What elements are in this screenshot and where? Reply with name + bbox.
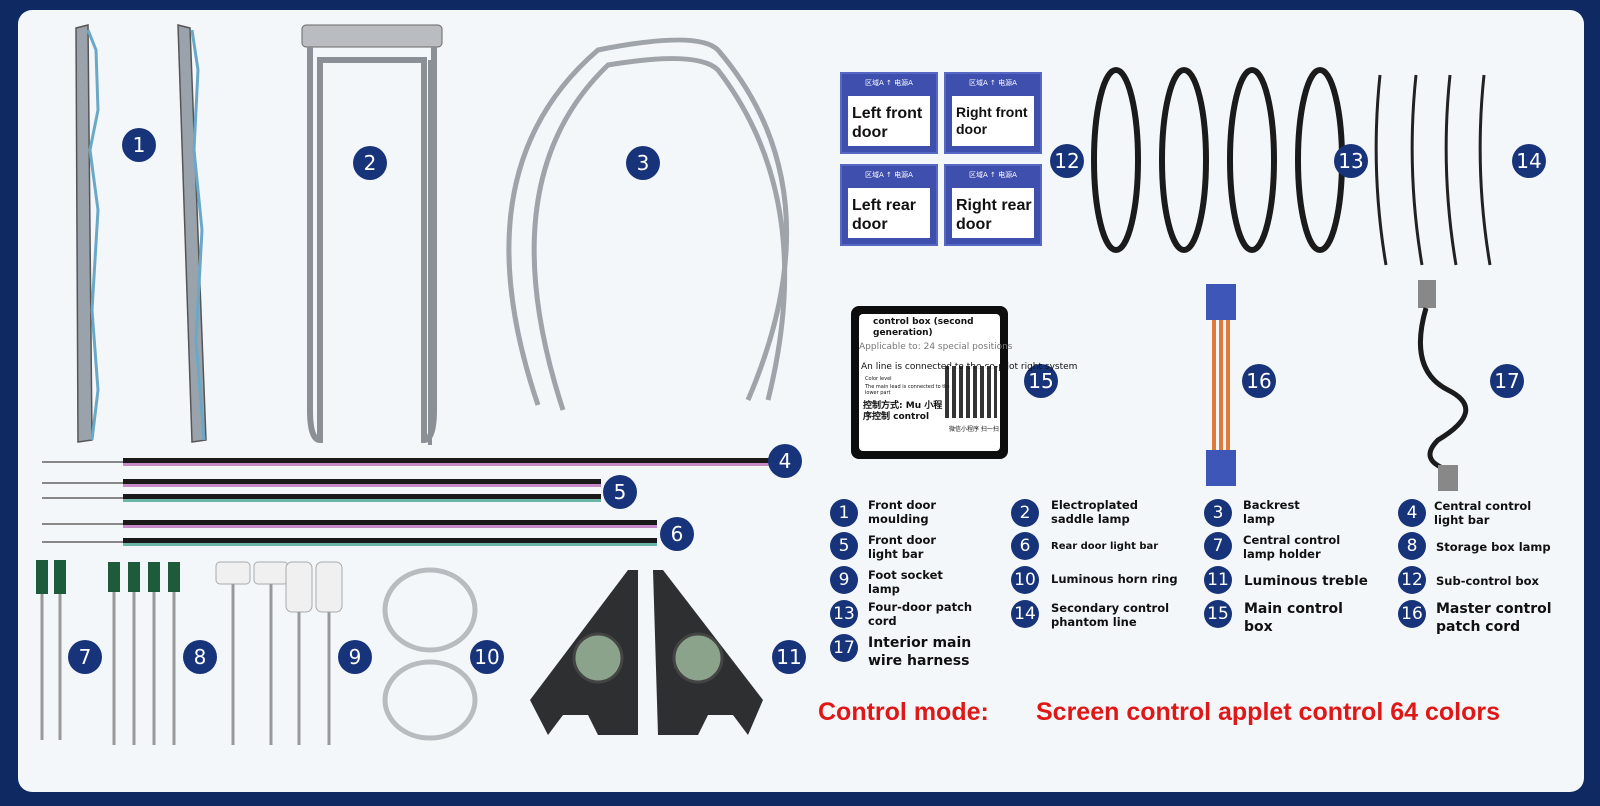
legend-badge: 6 — [1011, 532, 1039, 560]
door-label-right-front: 区域A ↑ 电源A Right front door — [944, 72, 1042, 154]
door-label-header: 区域A ↑ 电源A — [865, 171, 913, 179]
legend-label: Main control box — [1244, 601, 1343, 635]
door-label-right-rear: 区域A ↑ 电源A Right rear door — [944, 164, 1042, 246]
product-badge-6: 6 — [660, 517, 694, 551]
main-harness-image — [1417, 280, 1469, 491]
legend-label: Front door moulding — [868, 498, 937, 526]
legend-label: Luminous horn ring — [1051, 572, 1178, 586]
light-bars-image — [42, 458, 775, 546]
phantom-line-image — [1374, 74, 1492, 266]
door-label-left-rear: 区域A ↑ 电源A Left rear door — [840, 164, 938, 246]
product-badge-12: 12 — [1050, 144, 1084, 178]
legend-badge: 14 — [1011, 600, 1039, 628]
product-badge-14: 14 — [1512, 144, 1546, 178]
product-badge-7: 7 — [68, 640, 102, 674]
control-box-line6: 控制方式: Mu 小程序控制 control — [863, 401, 943, 422]
legend-badge: 8 — [1398, 532, 1426, 560]
control-box-line2: Applicable to: 24 special positions — [859, 342, 1013, 352]
legend-badge: 12 — [1398, 566, 1426, 594]
product-badge-17: 17 — [1490, 364, 1524, 398]
legend-label: Backrest lamp — [1243, 498, 1300, 526]
legend-badge: 3 — [1204, 499, 1232, 527]
front-door-moulding-image — [75, 24, 207, 443]
legend-label: Interior main wire harness — [868, 635, 972, 669]
product-badge-13: 13 — [1334, 144, 1368, 178]
product-badge-4: 4 — [768, 444, 802, 478]
legend-badge: 7 — [1204, 532, 1232, 560]
legend-badge: 16 — [1398, 600, 1426, 628]
legend-label: Secondary control phantom line — [1051, 601, 1170, 629]
door-label-header: 区域A ↑ 电源A — [969, 171, 1017, 179]
door-label-header: 区域A ↑ 电源A — [865, 79, 913, 87]
legend-label: Luminous treble — [1244, 573, 1368, 589]
legend-label: Master control patch cord — [1436, 601, 1552, 635]
legend-label: Front door light bar — [868, 533, 937, 561]
foot-socket-lamp-image — [215, 561, 343, 745]
lamp-holder-image — [36, 560, 66, 740]
product-badge-1: 1 — [122, 128, 156, 162]
product-badge-2: 2 — [353, 146, 387, 180]
legend-label: Storage box lamp — [1436, 540, 1551, 554]
control-box-line4: Color level — [865, 376, 892, 382]
product-badge-8: 8 — [183, 640, 217, 674]
legend-badge: 2 — [1011, 499, 1039, 527]
control-mode-label: Control mode: — [818, 698, 989, 726]
door-label-text: Right rear door — [956, 197, 1032, 233]
door-label-text: Left rear door — [852, 197, 917, 233]
legend-badge: 11 — [1204, 566, 1232, 594]
horn-ring-image — [382, 567, 478, 741]
product-badge-15: 15 — [1024, 364, 1058, 398]
legend-label: Foot socket lamp — [868, 568, 943, 596]
legend-badge: 15 — [1204, 600, 1232, 628]
legend-label: Rear door light bar — [1051, 541, 1159, 552]
storage-box-lamp-image — [108, 562, 180, 745]
qr-code — [945, 366, 997, 418]
legend-badge: 1 — [830, 499, 858, 527]
legend-badge: 10 — [1011, 566, 1039, 594]
legend-label: Central control light bar — [1434, 499, 1532, 527]
product-badge-3: 3 — [626, 146, 660, 180]
saddle-lamp-image — [301, 24, 443, 445]
master-patch-cord-image — [1206, 284, 1236, 486]
door-label-header: 区域A ↑ 电源A — [969, 79, 1017, 87]
door-label-text: Right front door — [956, 104, 1028, 137]
legend-badge: 5 — [830, 532, 858, 560]
control-box-line7: 微信小程序 扫一扫 — [949, 426, 999, 433]
legend-label: Central control lamp holder — [1243, 533, 1341, 561]
legend-badge: 13 — [830, 600, 858, 628]
legend-badge: 9 — [830, 566, 858, 594]
legend-label: Sub-control box — [1436, 574, 1539, 588]
door-label-left-front: 区域A ↑ 电源A Left front door — [840, 72, 938, 154]
main-control-box-image: control box (second generation) Applicab… — [851, 306, 1077, 459]
legend-badge: 17 — [830, 634, 858, 662]
control-box-line1: control box (second generation) — [873, 317, 974, 338]
product-illustrations — [36, 24, 1492, 745]
control-mode-value: Screen control applet control 64 colors — [1036, 698, 1501, 726]
legend-label: Electroplated saddle lamp — [1051, 498, 1138, 526]
product-badge-11: 11 — [772, 640, 806, 674]
control-box-line5: The main lead is connected to the lower … — [865, 384, 951, 396]
product-badge-9: 9 — [338, 640, 372, 674]
legend-label: Four-door patch cord — [868, 600, 973, 628]
product-badge-5: 5 — [603, 475, 637, 509]
product-badge-10: 10 — [470, 640, 504, 674]
legend-badge: 4 — [1398, 499, 1426, 527]
door-label-text: Left front door — [852, 105, 923, 141]
patch-cord-coils-image — [1091, 67, 1345, 253]
backrest-lamp-image — [506, 37, 789, 411]
tweeter-image — [530, 570, 763, 735]
product-panel: 1 2 3 4 5 6 7 8 9 10 11 12 13 14 15 16 1… — [18, 10, 1584, 792]
product-badge-16: 16 — [1242, 364, 1276, 398]
